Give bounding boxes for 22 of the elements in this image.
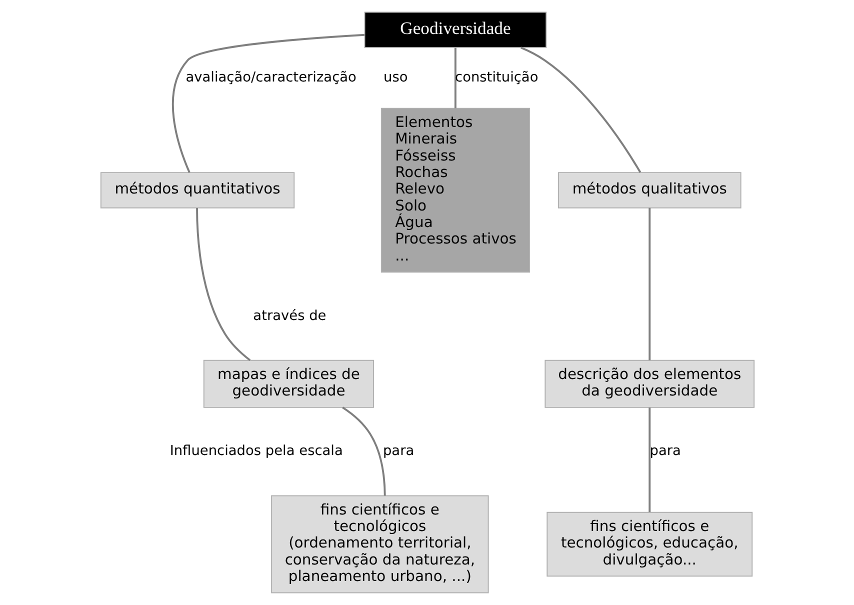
edge-label: para [382,443,414,460]
label: Influenciados pela escala [169,443,342,460]
node-box: mapas e índices de geodiversidade [202,360,374,408]
connector [648,208,650,360]
edge-label: para [649,443,680,460]
node-box: fins científicos e tecnológicos, educação, divulgação... [546,512,752,577]
node-box: métodos qualitativos [557,172,741,208]
node-box: fins científicos e tecnológicos (ordenamento territorial, conservação da natureza, planeamento urbano, ...) [270,495,488,594]
edge-label: constituição [454,70,538,86]
label: uso [383,70,408,86]
connector [342,406,386,496]
node-box: Elementos Minerais Fósseiss Rochas Relevo Solo Água Processos ativos ... [380,108,530,273]
node-box: Geodiversidade [364,12,546,48]
node-box: descrição dos elementos da geodiversidade [544,360,754,408]
connector [454,48,456,108]
edge-label: avaliação/caracterização [185,70,356,86]
connector [648,408,650,512]
node-box: métodos quantitativos [100,172,294,208]
connector [520,46,641,173]
connector [196,208,250,362]
connector [171,34,364,173]
label: através de [252,308,326,324]
